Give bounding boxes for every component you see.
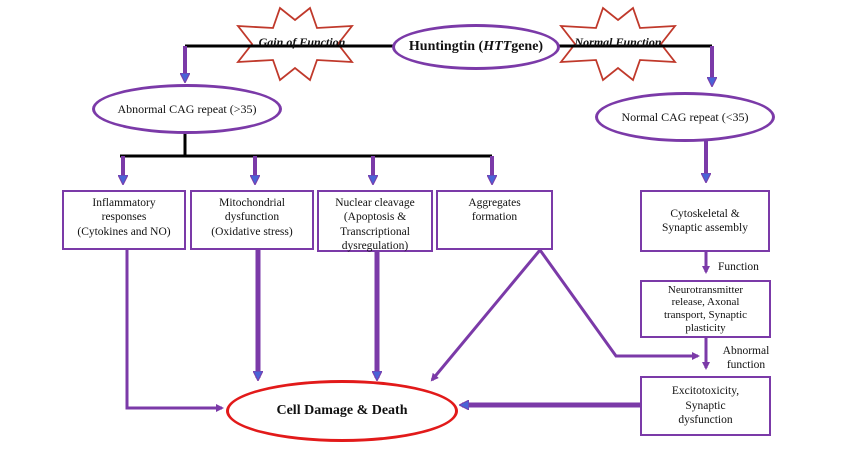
nuclear-line3: Transcriptional	[340, 225, 410, 238]
normal-cag-repeat-oval: Normal CAG repeat (<35)	[595, 92, 775, 142]
neurotransmitter-line1: Neurotransmitter	[667, 283, 744, 296]
excitotoxicity-line1: Excitotoxicity,	[671, 385, 740, 398]
arrow-aggregates-to-excitotoxicity	[538, 249, 700, 360]
aggregates-box: Aggregates formation	[436, 190, 553, 250]
huntingtin-gene-oval: Huntingtin (HTT gene)	[392, 24, 560, 70]
mitochondrial-line1: Mitochondrial	[219, 197, 285, 209]
inflammatory-line1: Inflammatory	[92, 197, 156, 209]
gene-prefix: Huntingtin (	[408, 39, 484, 54]
neurotransmitter-line2: release, Axonal	[671, 296, 740, 309]
neurotransmitter-line3: transport, Synaptic	[663, 309, 748, 321]
abnormal-cag-repeat-oval: Abnormal CAG repeat (>35)	[92, 84, 282, 134]
aggregates-line1: Aggregates	[468, 197, 521, 209]
normal-function-star	[559, 6, 677, 82]
nuclear-line1: Nuclear cleavage	[335, 197, 415, 209]
excitotoxicity-line2: Synaptic	[685, 399, 726, 412]
cytoskeletal-box: Cytoskeletal & Synaptic assembly	[640, 190, 770, 252]
mitochondrial-line2: dysfunction	[224, 211, 280, 224]
neurotransmitter-line4: plasticity	[685, 321, 726, 334]
nuclear-line4: dysregulation)	[341, 240, 409, 253]
aggregates-line2: formation	[471, 211, 518, 224]
nuclear-cleavage-box: Nuclear cleavage (Apoptosis &Transcriptio…	[317, 190, 433, 252]
cytoskeletal-line2: Synaptic assembly	[662, 222, 748, 234]
gain-of-function-star	[236, 6, 354, 82]
normal-function-label: Normal Function	[574, 35, 662, 49]
arrow-inflammatory-to-death	[125, 250, 224, 412]
abnormal-function-label: Abnormal function	[716, 344, 776, 373]
cytoskeletal-line1: Cytoskeletal &	[670, 207, 740, 220]
inflammatory-box: Inflammatory responses(Cytokines and NO)	[62, 190, 186, 250]
gene-suffix: gene)	[511, 39, 544, 54]
abnormal-function-line1: Abnormal	[722, 345, 770, 357]
mitochondrial-line3: (Oxidative stress)	[211, 225, 293, 238]
gain-of-function-label: Gain of Function	[258, 35, 346, 49]
arrow-aggregates-to-death	[430, 249, 542, 382]
excitotoxicity-line3: dysfunction	[678, 414, 733, 427]
inflammatory-line3: (Cytokines and NO)	[77, 225, 171, 238]
mitochondrial-box: Mitochondrial dysfunction(Oxidative stres…	[190, 190, 314, 250]
excitotoxicity-box: Excitotoxicity,Synaptic dysfunction	[640, 376, 771, 436]
abnormal-function-line2: function	[726, 359, 766, 372]
cell-damage-death-oval: Cell Damage & Death	[226, 380, 458, 442]
gene-symbol: HTT	[483, 39, 512, 54]
function-label: Function	[718, 261, 759, 273]
inflammatory-line2: responses	[101, 211, 147, 224]
nuclear-line2: (Apoptosis &	[343, 211, 407, 224]
